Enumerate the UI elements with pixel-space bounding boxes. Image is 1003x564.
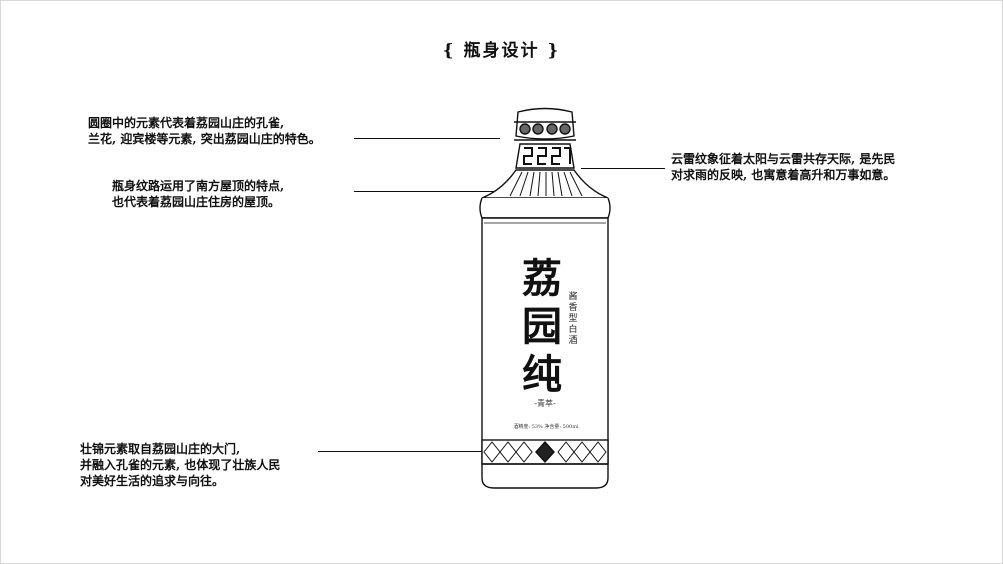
leader-line-shoulder bbox=[354, 191, 500, 192]
brand-char-1: 荔 bbox=[522, 255, 562, 302]
note-shoulder-line-2: 也代表着荔园山庄住房的屋顶。 bbox=[112, 195, 281, 209]
note-base-line-2: 并融入孔雀的元素, 也体现了壮族人民 bbox=[80, 458, 281, 472]
note-base-line-3: 对美好生活的追求与向往。 bbox=[80, 474, 225, 488]
note-neck-line-1: 云雷纹象征着太阳与云雷共存天际, 是先民 bbox=[671, 152, 896, 166]
note-shoulder: 瓶身纹路运用了南方屋顶的特点, 也代表着荔园山庄住房的屋顶。 bbox=[112, 178, 284, 210]
note-cap: 圆圈中的元素代表着荔园山庄的孔雀, 兰花, 迎宾楼等元素, 突出荔园山庄的特色。 bbox=[88, 115, 321, 147]
brand-char-3: 纯 bbox=[522, 351, 562, 398]
label-brand: 荔 园 纯 bbox=[520, 255, 564, 399]
note-neck-line-2: 对求雨的反映, 也寓意着高升和万事如意。 bbox=[671, 168, 896, 182]
note-base: 壮锦元素取自荔园山庄的大门, 并融入孔雀的元素, 也体现了壮族人民 对美好生活的… bbox=[80, 441, 280, 489]
note-cap-line-1: 圆圈中的元素代表着荔园山庄的孔雀, bbox=[88, 116, 285, 130]
note-shoulder-line-1: 瓶身纹路运用了南方屋顶的特点, bbox=[112, 179, 285, 193]
note-base-line-1: 壮锦元素取自荔园山庄的大门, bbox=[80, 442, 241, 456]
note-cap-line-2: 兰花, 迎宾楼等元素, 突出荔园山庄的特色。 bbox=[88, 132, 321, 146]
leader-line-cap bbox=[354, 138, 500, 139]
brand-char-2: 园 bbox=[522, 303, 562, 350]
leader-line-base bbox=[318, 451, 498, 452]
label-subtitle: 酱香型白酒 bbox=[568, 292, 578, 346]
label-spec: 酒精度: 53% 净含量: 500ml bbox=[513, 424, 579, 430]
page-title: { 瓶身设计 } bbox=[442, 41, 561, 61]
bottle-illustration bbox=[479, 107, 611, 489]
leader-line-neck bbox=[581, 168, 665, 169]
label-edition: -青萃- bbox=[534, 399, 556, 408]
note-neck: 云雷纹象征着太阳与云雷共存天际, 是先民 对求雨的反映, 也寓意着高升和万事如意… bbox=[671, 151, 895, 183]
